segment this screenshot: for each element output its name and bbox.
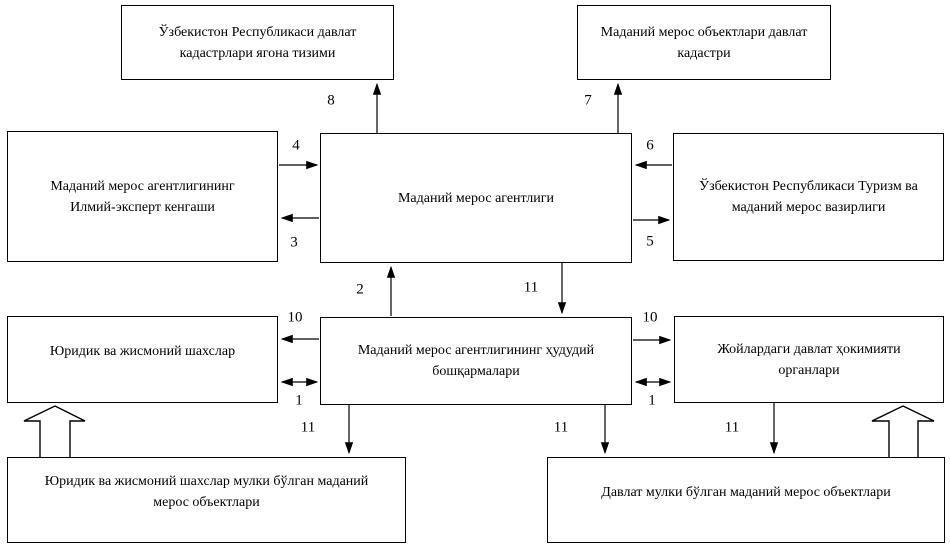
box-heritage-state-cadastre: Маданий мерос объектлари давлат кадастри [577, 5, 831, 80]
arrow-label-1-left: 1 [293, 392, 305, 409]
box-state-heritage-objects: Давлат мулки бўлган маданий мерос объект… [547, 457, 945, 543]
arrow-label-5: 5 [644, 233, 656, 250]
arrow-label-3: 3 [288, 234, 300, 251]
arrow-label-8: 8 [325, 92, 337, 109]
arrow-label-4: 4 [290, 137, 302, 154]
box-local-state-authorities: Жойлардаги давлат ҳокимияти органлари [674, 316, 944, 403]
box-local-state-authorities-label: Жойлардаги давлат ҳокимияти органлари [717, 341, 901, 378]
box-cultural-heritage-agency-label: Маданий мерос агентлиги [397, 190, 555, 206]
arrow-label-11-bottom-left: 11 [298, 419, 318, 436]
box-private-heritage-objects-label: Юридик ва жисмоний шахслар мулки бўлган … [44, 474, 369, 510]
arrow-label-11-center: 11 [521, 279, 541, 296]
box-territorial-departments: Маданий мерос агентлигининг ҳудудий бошқ… [320, 317, 632, 405]
arrow-label-1-right: 1 [646, 392, 658, 409]
block-up-arrow-right [871, 405, 935, 457]
box-legal-and-individual-persons: Юридик ва жисмоний шахслар [7, 316, 278, 403]
box-legal-and-individual-persons-label: Юридик ва жисмоний шахслар [49, 344, 236, 359]
box-private-heritage-objects: Юридик ва жисмоний шахслар мулки бўлган … [7, 457, 406, 543]
block-up-arrow-left [23, 405, 86, 457]
arrow-label-7: 7 [582, 92, 594, 109]
box-state-heritage-objects-label: Давлат мулки бўлган маданий мерос объект… [601, 484, 891, 500]
arrow-label-10-left: 10 [285, 309, 305, 326]
box-tourism-ministry: Ўзбекистон Республикаси Туризм ва мадани… [673, 133, 944, 261]
box-scientific-expert-council: Маданий мерос агентлигининг Илмий-экспер… [7, 131, 278, 262]
arrow-label-6: 6 [644, 137, 656, 154]
box-territorial-departments-label: Маданий мерос агентлигининг ҳудудий бошқ… [357, 343, 595, 379]
box-cultural-heritage-agency: Маданий мерос агентлиги [320, 133, 632, 263]
box-unified-cadastre-system: Ўзбекистон Республикаси давлат кадастрла… [121, 5, 394, 80]
box-scientific-expert-council-label: Маданий мерос агентлигининг Илмий-экспер… [50, 178, 235, 215]
arrow-label-11-bottom-center: 11 [551, 419, 571, 436]
arrow-label-11-bottom-right: 11 [722, 419, 742, 436]
arrow-label-2: 2 [354, 281, 366, 298]
box-tourism-ministry-label: Ўзбекистон Республикаси Туризм ва мадани… [699, 179, 918, 215]
box-unified-cadastre-system-label: Ўзбекистон Республикаси давлат кадастрла… [158, 24, 357, 61]
arrow-label-10-right: 10 [640, 309, 660, 326]
box-heritage-state-cadastre-label: Маданий мерос объектлари давлат кадастри [600, 24, 808, 61]
